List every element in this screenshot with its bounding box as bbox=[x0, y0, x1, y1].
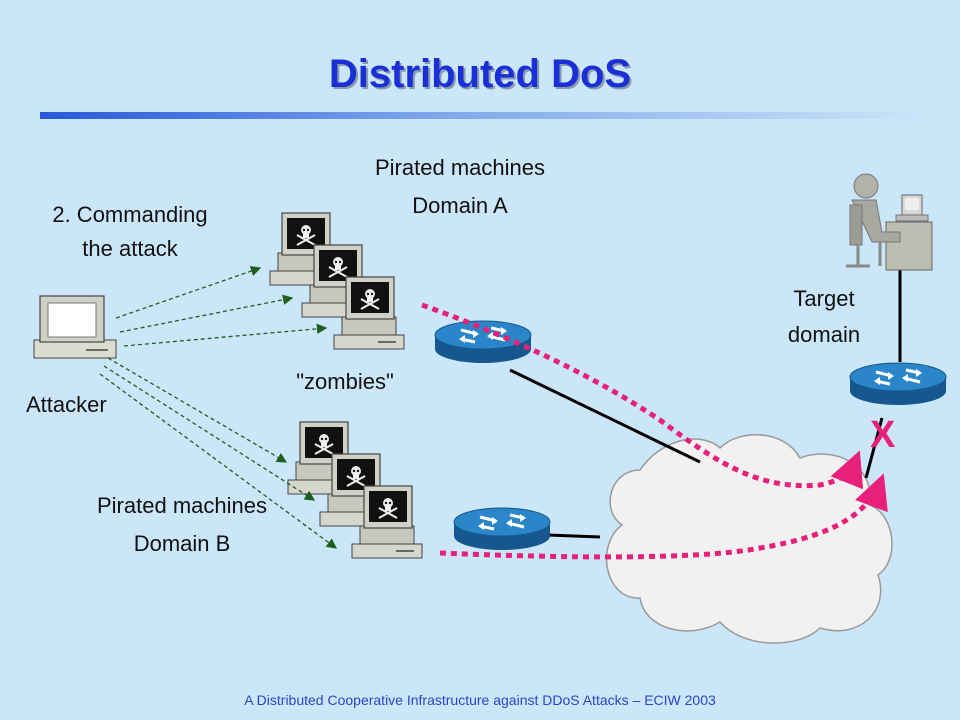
router-icon-target bbox=[848, 361, 948, 407]
router-icon-domain-b bbox=[452, 506, 552, 552]
zombies-label: "zombies" bbox=[296, 369, 394, 394]
cloud-icon bbox=[605, 433, 893, 644]
attacker-computer-icon bbox=[33, 295, 117, 359]
target-label-line1: Target bbox=[793, 286, 855, 311]
blocked-x-mark: X bbox=[870, 414, 896, 456]
slide-footer: A Distributed Cooperative Infrastructure… bbox=[244, 692, 716, 708]
domain-b-label-line1: Pirated machines bbox=[97, 493, 267, 518]
commanding-label-line1: 2. Commanding bbox=[52, 202, 208, 227]
slide-title: Distributed DoS bbox=[328, 52, 632, 96]
domain-b-label-line2: Domain B bbox=[133, 531, 231, 556]
title-underline bbox=[40, 112, 935, 119]
target-label-line2: domain bbox=[787, 322, 861, 347]
commanding-label-line2: the attack bbox=[82, 236, 178, 261]
domain-a-label-line2: Domain A bbox=[412, 193, 508, 218]
attacker-label: Attacker bbox=[26, 392, 107, 417]
target-user-at-workstation-icon bbox=[846, 173, 933, 271]
attack-paths bbox=[421, 302, 888, 560]
domain-a-label-line1: Pirated machines bbox=[375, 155, 545, 180]
command-arrows bbox=[99, 266, 338, 549]
